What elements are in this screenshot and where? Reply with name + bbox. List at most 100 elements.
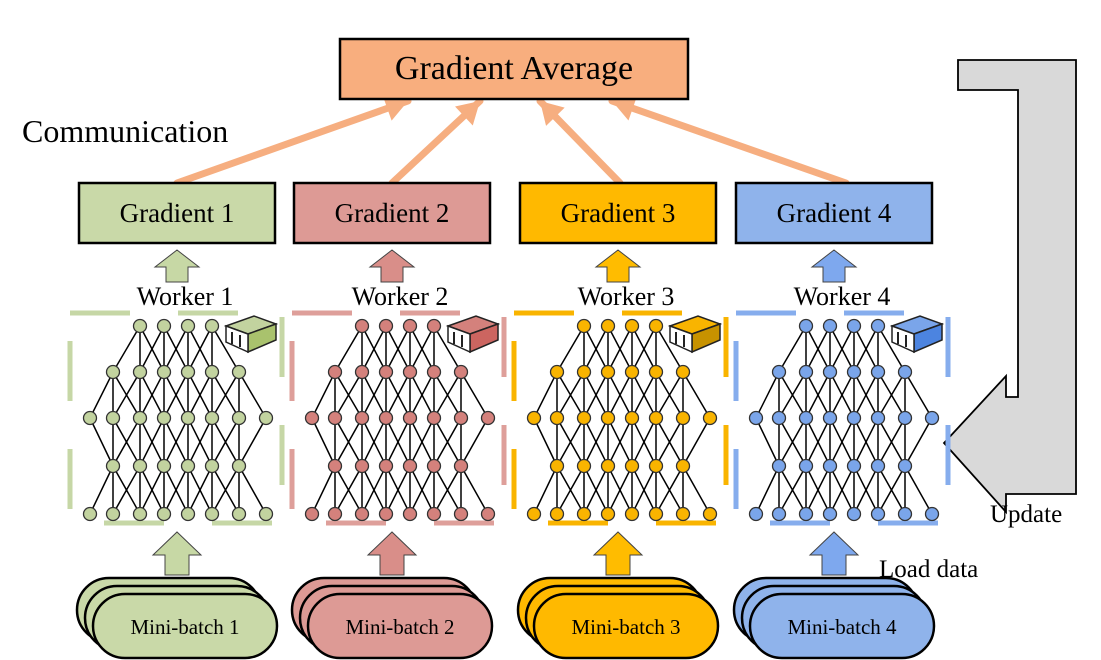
communication-link (608, 97, 850, 187)
network-node (822, 458, 838, 474)
network-node (105, 410, 121, 426)
neural-network (304, 318, 496, 522)
network-edge (361, 465, 387, 515)
network-node (180, 364, 196, 380)
network-edge (682, 371, 711, 419)
update-arrow (942, 59, 1077, 515)
network-node (924, 410, 940, 426)
network-edge (556, 465, 585, 515)
network-node (82, 410, 98, 426)
network-edge (607, 325, 633, 373)
network-node (870, 318, 886, 334)
network-edge (409, 371, 435, 419)
network-node (132, 318, 148, 334)
network-node (897, 506, 913, 522)
network-node (231, 364, 247, 380)
network-node (846, 506, 862, 522)
network-edge (655, 417, 684, 467)
network-node (132, 458, 148, 474)
network-node (846, 364, 862, 380)
network-node (798, 458, 814, 474)
network-edge (655, 465, 684, 515)
network-edge (433, 465, 462, 515)
network-edge (853, 465, 879, 515)
network-node (453, 410, 469, 426)
network-node (798, 318, 814, 334)
network-edge (829, 371, 855, 419)
mini-batch-1-label: Mini-batch 1 (130, 615, 239, 639)
network-edge (187, 371, 213, 419)
network-edge (211, 465, 240, 515)
network-node (822, 318, 838, 334)
network-node (402, 318, 418, 334)
gradient-average-node: Gradient Average (338, 37, 690, 101)
network-node (156, 318, 172, 334)
network-edge (778, 325, 807, 373)
network-edge (361, 325, 387, 373)
network-edge (89, 465, 114, 515)
network-edge (433, 417, 462, 467)
network-edge (211, 417, 240, 467)
network-edge (139, 465, 165, 515)
network-node (402, 410, 418, 426)
network-node (771, 506, 787, 522)
network-node (771, 410, 787, 426)
network-edge (187, 325, 213, 373)
network-node (231, 506, 247, 522)
network-node (771, 458, 787, 474)
network-node (624, 458, 640, 474)
network-node (378, 318, 394, 334)
network-edge (112, 371, 141, 419)
network-node (897, 458, 913, 474)
network-node (798, 364, 814, 380)
communication-link (173, 97, 412, 187)
neural-network (748, 318, 940, 522)
upward-arrow-to-gradient (594, 249, 642, 283)
network-node (526, 410, 542, 426)
network-edge (877, 325, 906, 373)
gpu-icon (445, 315, 501, 354)
worker-4-label: Worker 4 (794, 282, 891, 311)
network-edge (607, 417, 633, 467)
communication-arrowhead (540, 101, 565, 126)
network-edge (778, 417, 807, 467)
network-node (453, 364, 469, 380)
network-edge (533, 465, 558, 515)
network-node (822, 364, 838, 380)
network-node (426, 364, 442, 380)
worker-2-label: Worker 2 (352, 282, 449, 311)
network-edge (583, 465, 609, 515)
network-edge (778, 465, 807, 515)
network-edge (904, 465, 933, 515)
network-node (378, 364, 394, 380)
network-edge (631, 325, 657, 373)
network-edge (139, 417, 165, 467)
mini-batch-4-stack: Mini-batch 4 (732, 576, 936, 660)
gradient-4-label: Gradient 4 (777, 198, 892, 228)
network-edge (112, 417, 141, 467)
network-edge (238, 417, 267, 467)
network-node (327, 364, 343, 380)
worker-1-label: Worker 1 (137, 282, 234, 311)
network-node (648, 410, 664, 426)
network-edge (163, 465, 189, 515)
network-node (180, 506, 196, 522)
network-node (426, 410, 442, 426)
network-edge (755, 465, 780, 515)
network-node (549, 364, 565, 380)
neural-network (526, 318, 718, 522)
network-edge (460, 465, 489, 515)
network-edge (682, 465, 711, 515)
network-node (822, 410, 838, 426)
network-node (870, 364, 886, 380)
upward-arrow-to-gradient (368, 249, 416, 283)
network-edge (533, 417, 558, 467)
worker-column-4: Gradient 4 Worker 4 Mini-batch 4 (732, 181, 951, 660)
network-node (798, 506, 814, 522)
network-node (105, 364, 121, 380)
network-node (897, 364, 913, 380)
network-node (576, 410, 592, 426)
load-data-arrow (366, 531, 418, 576)
network-node (204, 506, 220, 522)
